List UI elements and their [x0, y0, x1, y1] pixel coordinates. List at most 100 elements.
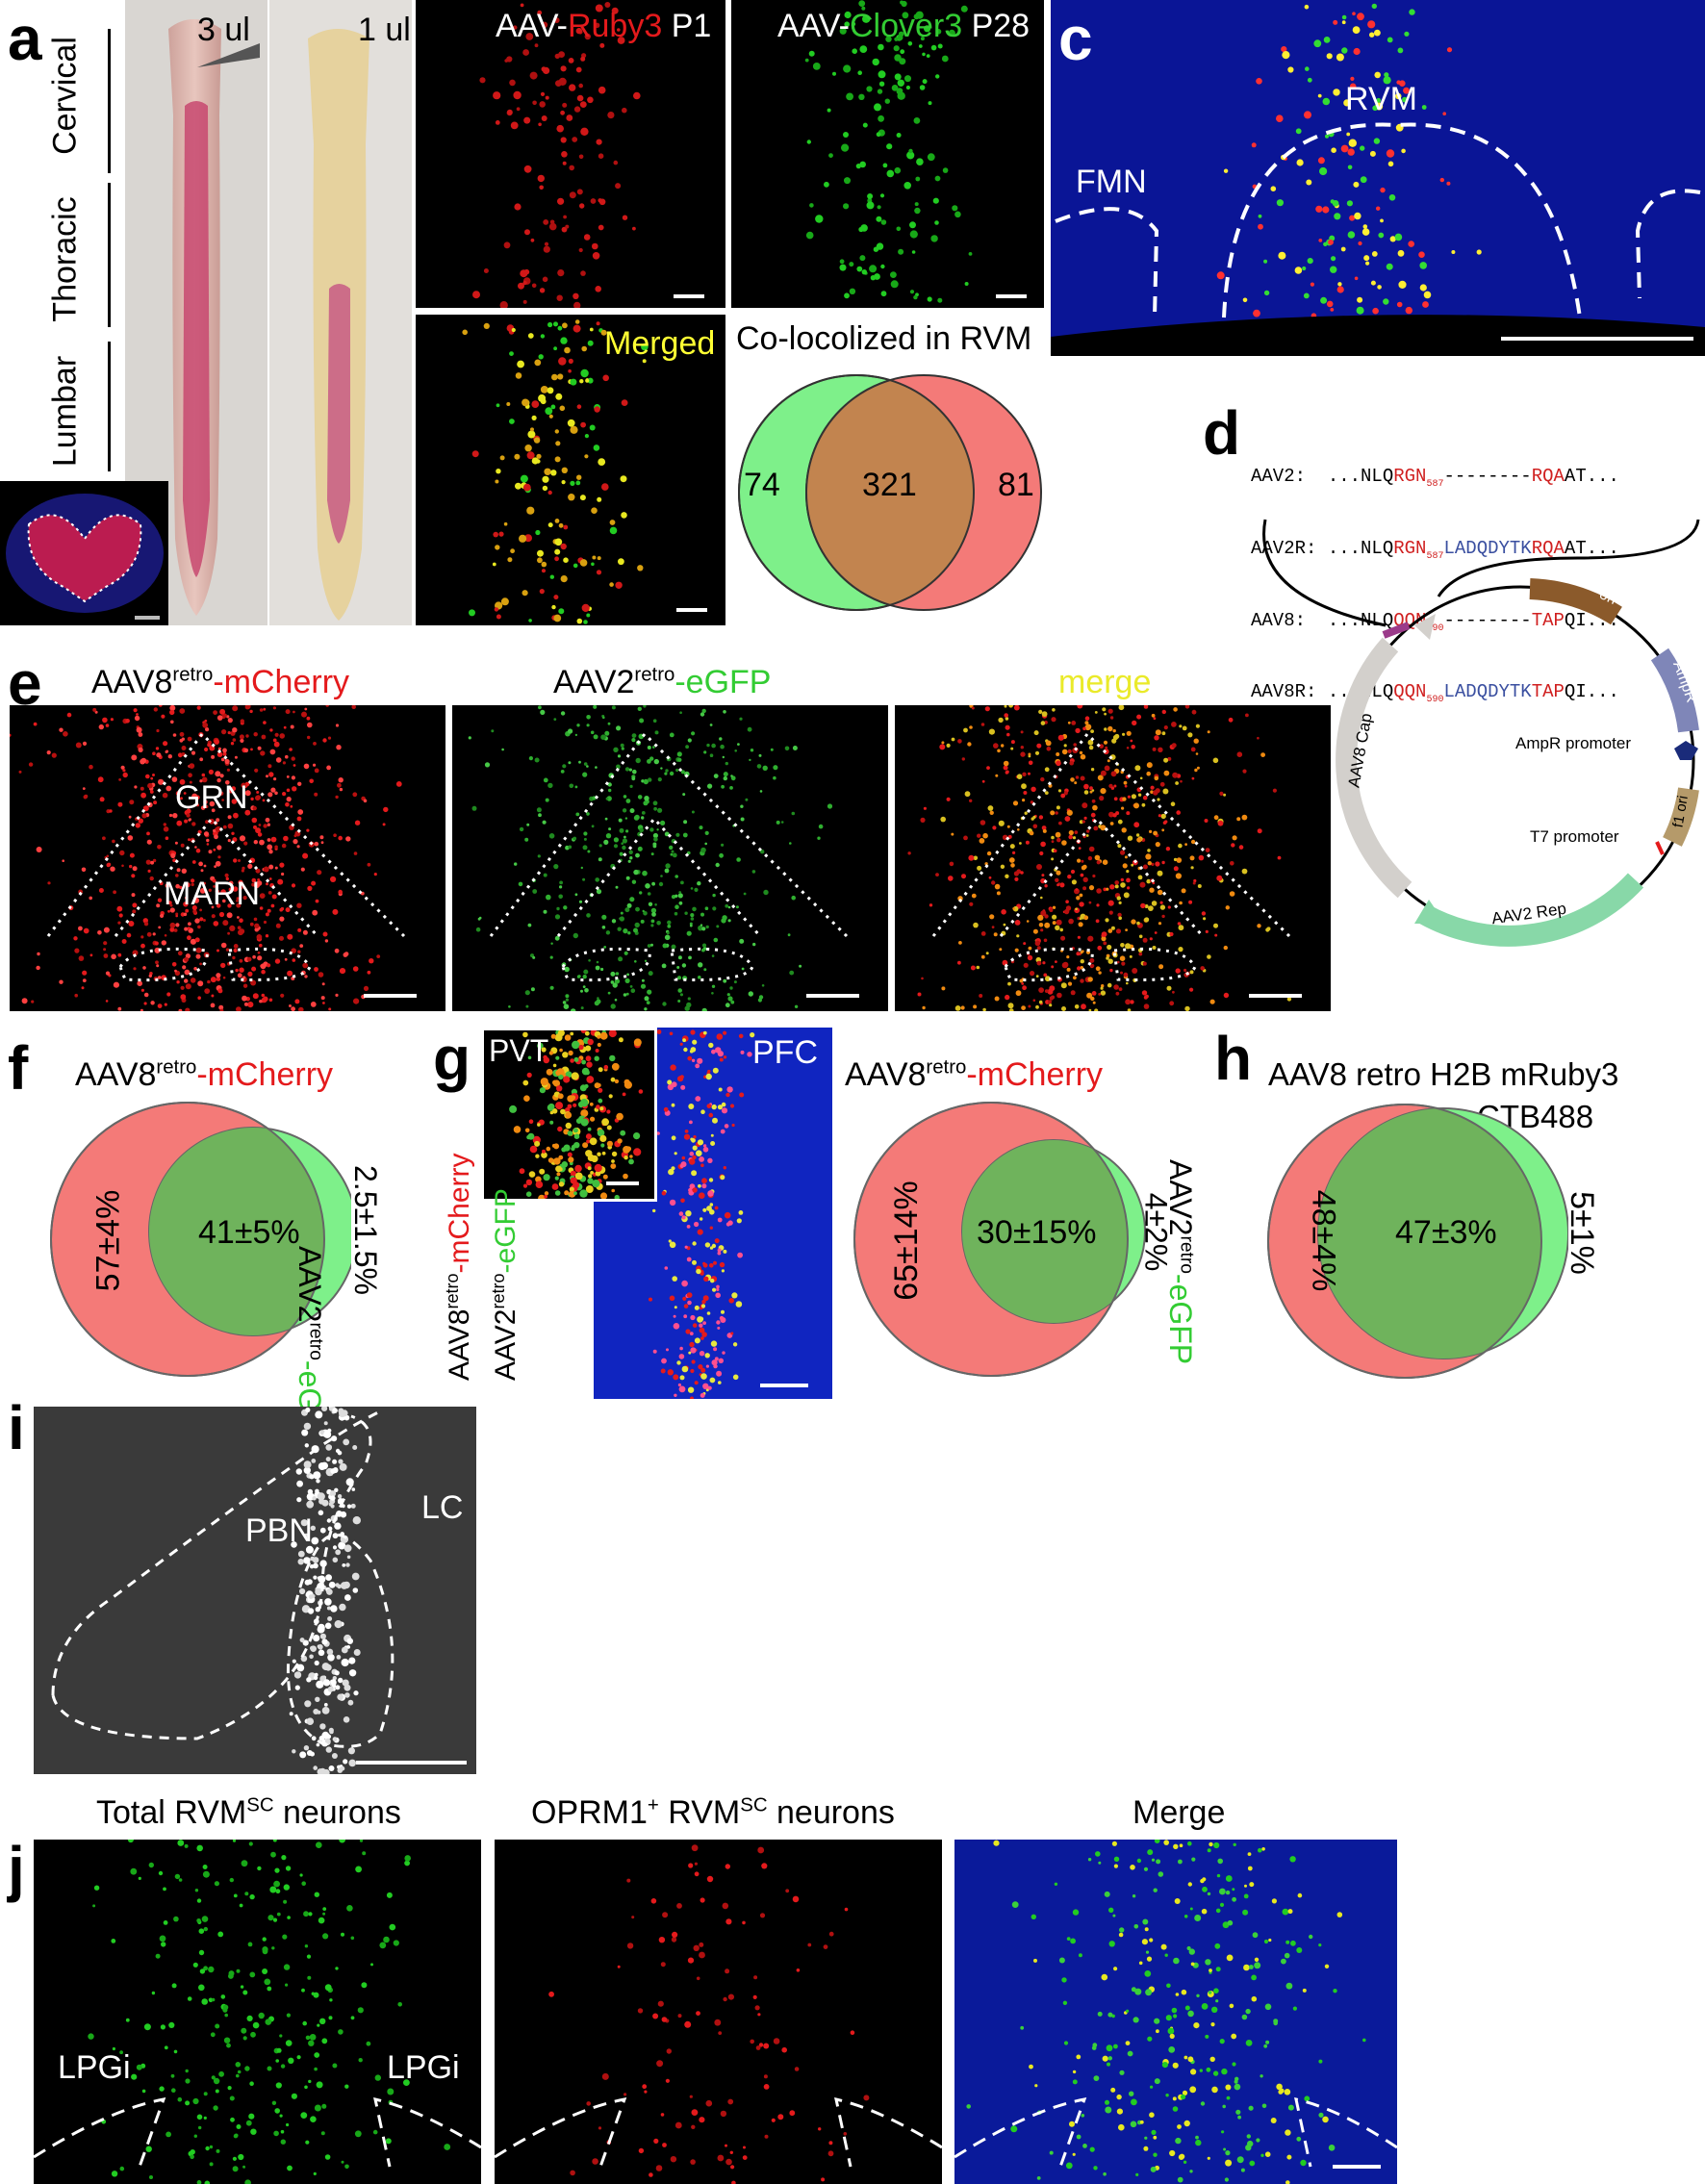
- cell-dots: [1216, 3, 1482, 356]
- lpgi-right-label: LPGi: [387, 2049, 460, 2086]
- cell-dots: [649, 1029, 755, 1399]
- thoracic-bracket: [108, 183, 111, 327]
- volume-1ul-label: 1 ul: [358, 12, 411, 48]
- scale-bar-b3: [676, 608, 707, 612]
- scale-bar-j: [1333, 2165, 1381, 2169]
- venn-f: [50, 1102, 351, 1377]
- e-title-mcherry: AAV8retro-mCherry: [91, 664, 350, 700]
- e-title-egfp: AAV2retro-eGFP: [553, 664, 772, 700]
- scale-bar-e1: [364, 994, 417, 998]
- panel-i-letter: i: [8, 1393, 25, 1462]
- panel-f-letter: f: [8, 1033, 29, 1103]
- spinal-section-inset: [0, 481, 168, 625]
- venn-b: [738, 374, 1042, 611]
- cell-dots: [966, 1840, 1366, 2184]
- venn-h: [1267, 1104, 1568, 1379]
- scale-bar-c: [1501, 337, 1693, 341]
- venn-f-left: 57±4%: [89, 1189, 127, 1292]
- clover3-title: AAV-Clover3 P28: [777, 8, 1031, 44]
- cell-dots: [804, 0, 973, 303]
- venn-b-right: 81: [998, 467, 1034, 503]
- g-side-label-mcherry: AAV8retro-mCherry: [443, 1153, 475, 1381]
- scale-bar-g2: [760, 1384, 808, 1387]
- venn-f-mid: 41±5%: [198, 1214, 300, 1251]
- panel-a-letter: a: [8, 4, 42, 73]
- spinal-cord-photo-1ul: [269, 0, 412, 625]
- panel-j-letter: j: [8, 1834, 25, 1903]
- cell-dots: [509, 1030, 644, 1199]
- pbn-lc-image: [34, 1407, 476, 1774]
- e-egfp-image: [452, 705, 888, 1011]
- scale-bar-e3: [1249, 994, 1302, 998]
- panel-e-letter: e: [8, 648, 42, 718]
- venn-f-right: 2.5±1.5%: [347, 1165, 383, 1295]
- cell-dots: [468, 705, 833, 1011]
- seq-row-aav8r: AAV8R: ...NLQQQN590LADQDYTKTAPQI...: [1251, 681, 1619, 706]
- cervical-bracket: [108, 29, 111, 173]
- g-side-label-egfp: AAV2retro-eGFP: [489, 1188, 522, 1381]
- plasmid-t7-promoter: T7 promoter: [1530, 827, 1619, 846]
- fmn-label: FMN: [1076, 164, 1147, 200]
- j-title-total: Total RVMSC neurons: [96, 1794, 401, 1831]
- region-thoracic-label: Thoracic: [46, 196, 84, 322]
- j-total-image: [34, 1840, 481, 2184]
- plasmid-map: [1262, 519, 1700, 947]
- grn-label: GRN: [175, 779, 248, 816]
- venn-b-left: 74: [744, 467, 780, 503]
- venn-h-mid: 47±3%: [1395, 1214, 1497, 1251]
- cell-dots: [462, 319, 649, 624]
- f-title: AAV8retro-mCherry: [75, 1056, 334, 1093]
- rvm-label: RVM: [1345, 81, 1417, 117]
- venn-g-left: 65±14%: [887, 1181, 925, 1301]
- panel-g-letter: g: [433, 1024, 471, 1093]
- colocalized-title: Co-locolized in RVM: [736, 320, 1032, 357]
- clover3-p28-image: [731, 0, 1044, 308]
- scale-bar-i: [356, 1761, 467, 1765]
- scale-bar-b1: [674, 294, 704, 298]
- pvt-label: PVT: [489, 1033, 549, 1068]
- panel-h-letter: h: [1214, 1024, 1253, 1093]
- venn-h-right: 5±1%: [1563, 1191, 1600, 1275]
- e-mcherry-image: [10, 705, 445, 1011]
- pfc-label: PFC: [752, 1034, 818, 1071]
- ruby3-title: AAV-Ruby3 P1: [496, 8, 712, 44]
- e-merge-image: [895, 705, 1331, 1011]
- panel-d-letter: d: [1203, 398, 1241, 468]
- scale-bar-g1: [606, 1181, 639, 1185]
- cell-dots: [472, 2, 641, 308]
- pvt-inset-image: [481, 1028, 657, 1202]
- capsid-sequence-alignment: AAV2: ...NLQRGN587--------RQAAT... AAV2R…: [1251, 423, 1619, 732]
- lumbar-bracket: [108, 342, 111, 471]
- scale-bar-b2: [996, 294, 1027, 298]
- volume-3ul-label: 3 ul: [197, 12, 250, 48]
- j-merge-image: [954, 1840, 1397, 2184]
- region-cervical-label: Cervical: [46, 37, 84, 155]
- venn-g: [853, 1102, 1146, 1377]
- seq-row-aav2: AAV2: ...NLQRGN587--------RQAAT...: [1251, 466, 1619, 490]
- rvm-section-image: [1051, 0, 1705, 356]
- lpgi-left-label: LPGi: [58, 2049, 131, 2086]
- j-title-merge: Merge: [1132, 1794, 1226, 1831]
- e-title-merge: merge: [1058, 664, 1152, 700]
- j-title-oprm1: OPRM1+ RVMSC neurons: [531, 1794, 895, 1831]
- h-title-line1: AAV8 retro H2B mRuby3: [1268, 1056, 1619, 1092]
- g-right-side-label: AAV2retro-eGFP: [1163, 1159, 1198, 1365]
- cell-dots: [289, 1407, 361, 1774]
- merged-label: Merged: [604, 325, 716, 362]
- merged-image: [416, 315, 725, 625]
- pbn-label: PBN: [245, 1512, 313, 1549]
- panel-c-letter: c: [1058, 4, 1093, 73]
- venn-g-mid: 30±15%: [977, 1214, 1097, 1251]
- venn-b-mid: 321: [862, 467, 917, 503]
- j-oprm1-image: [495, 1840, 942, 2184]
- scale-bar-e2: [806, 994, 859, 998]
- g-title: AAV8retro-mCherry: [845, 1056, 1104, 1093]
- cell-dots: [88, 1840, 451, 2184]
- plasmid-ampr-promoter: AmpR promoter: [1515, 734, 1631, 752]
- ruby3-p1-image: [416, 0, 725, 308]
- venn-h-left: 48±4%: [1305, 1189, 1342, 1292]
- cell-dots: [548, 1844, 870, 2184]
- region-lumbar-label: Lumbar: [46, 355, 84, 468]
- lc-label: LC: [421, 1489, 464, 1526]
- cell-dots: [907, 705, 1292, 1011]
